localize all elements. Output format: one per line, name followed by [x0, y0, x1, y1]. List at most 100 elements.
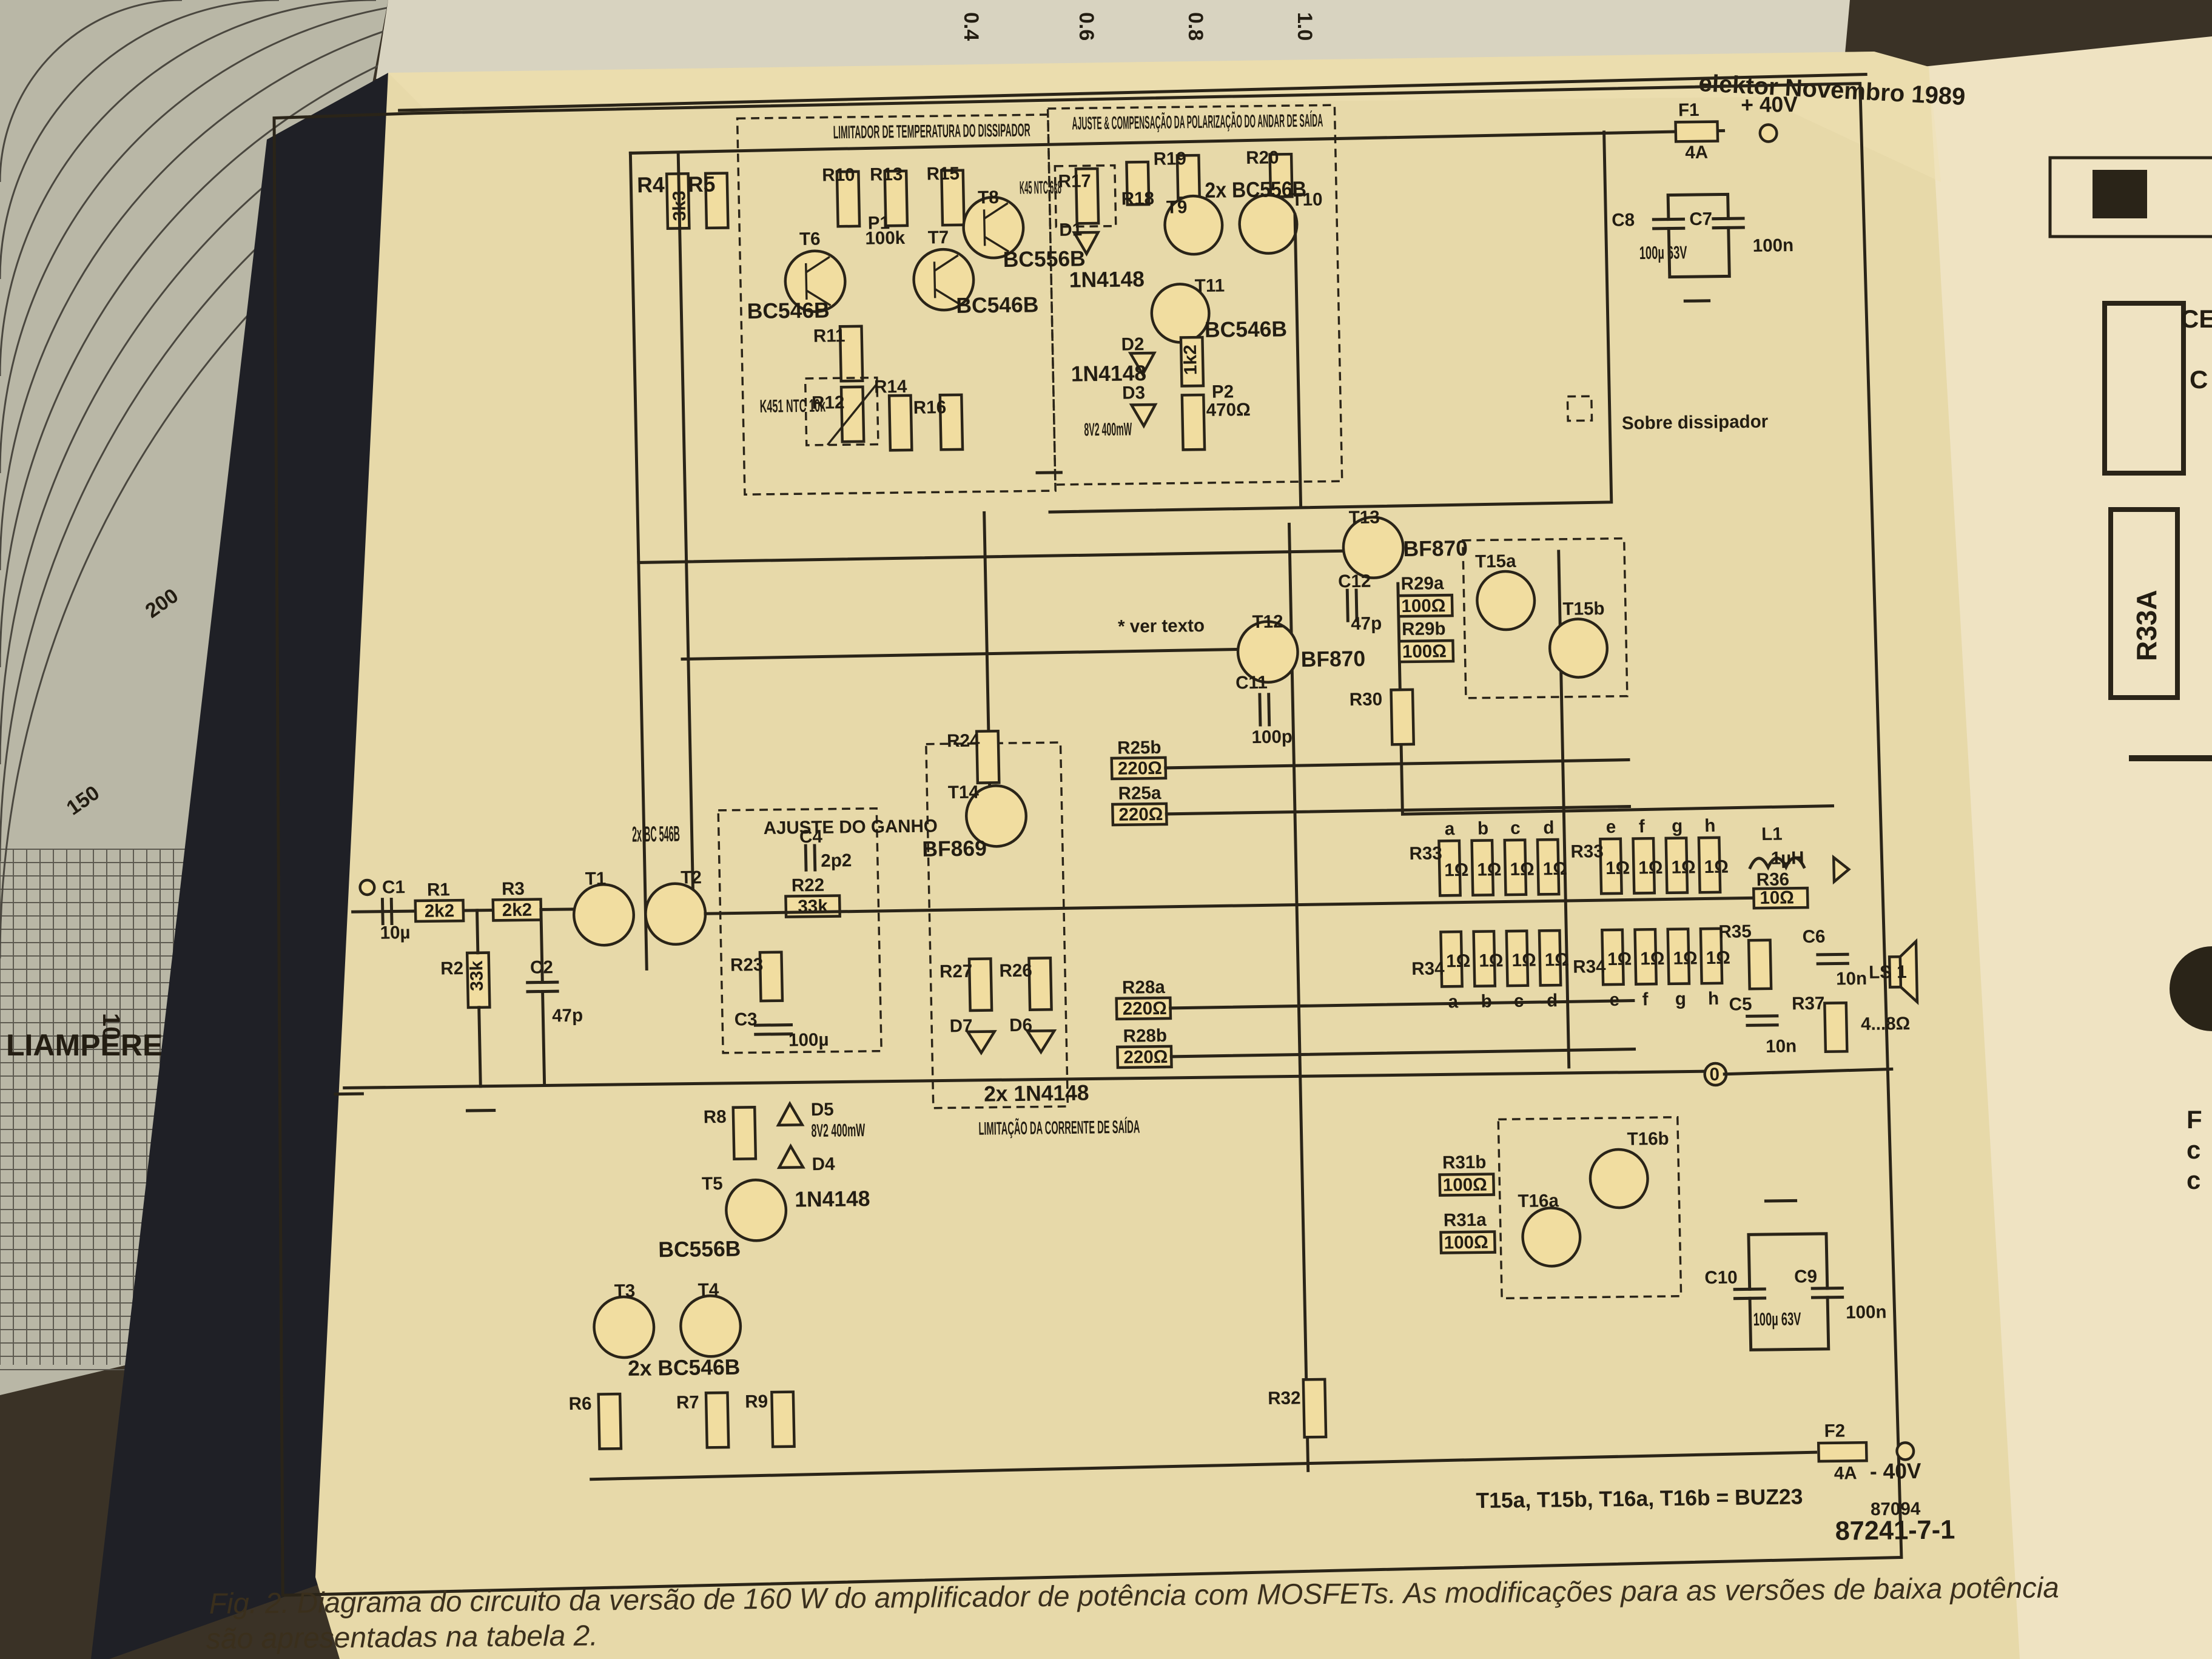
resistor-r16 [938, 393, 964, 451]
bank-letter-top: f [1639, 816, 1646, 836]
t14-label: T14 [948, 782, 980, 803]
resistor-r34d [1538, 929, 1562, 987]
r28a-value: 220Ω [1123, 998, 1168, 1019]
r24-label: R24 [947, 730, 980, 751]
r25a-label: R25a [1118, 783, 1161, 804]
diode-d6 [1024, 1029, 1057, 1055]
bank-letter-bottom: a [1448, 992, 1459, 1012]
d3-value: 8V2 400mW [1084, 419, 1132, 440]
r33-label-left: R33 [1409, 843, 1442, 864]
transistor-t9 [1163, 194, 1224, 256]
bank-letter-top: c [1510, 818, 1521, 838]
ntc-r12 [804, 376, 879, 446]
transistor-t10 [1238, 193, 1299, 255]
t13-label: T13 [1348, 507, 1380, 528]
resistor-value: 1Ω [1446, 951, 1471, 972]
wire-feedback [704, 895, 1800, 915]
resistor-r34h [1699, 927, 1724, 985]
t5-label: T5 [702, 1174, 723, 1194]
transistor-t8 [962, 195, 1025, 260]
block-temp-limiter [736, 113, 1057, 496]
r28b-value: 220Ω [1123, 1047, 1168, 1068]
bank-letter-bottom: f [1642, 989, 1649, 1009]
r29b-label: R29b [1402, 619, 1446, 639]
d7-label: D7 [949, 1016, 972, 1037]
fuse-f1 [1674, 120, 1720, 143]
r5-label: R5 [688, 172, 716, 197]
resistor-value: 1Ω [1444, 860, 1469, 881]
capacitor-c6 [1816, 952, 1849, 966]
resistor-value: 1Ω [1706, 947, 1730, 968]
c1-label: C1 [382, 877, 405, 898]
c-wire [1747, 1232, 1829, 1291]
t13-type: BF870 [1403, 536, 1468, 562]
t5-type: BC556B [658, 1236, 741, 1262]
d5-label: D5 [811, 1100, 834, 1120]
r19-label: R19 [1153, 149, 1186, 169]
input-terminal[interactable] [358, 878, 376, 897]
wire-r5 [676, 150, 695, 915]
p1-label: P1 [868, 213, 890, 234]
l1-value: 1µH [1770, 848, 1804, 869]
t34-type: 2x BC546B [628, 1354, 741, 1381]
r10-label: R10 [822, 165, 855, 186]
scale-tick: 10 [98, 1013, 124, 1040]
resistor-r14 [887, 394, 913, 452]
r1-label: R1 [427, 880, 450, 900]
resistor-r5 [704, 172, 730, 230]
bank-letter-bottom: d [1547, 991, 1558, 1011]
heatsink-note: Sobre dissipador [1622, 411, 1769, 433]
figure-frame [272, 82, 1903, 1597]
resistor-r24 [975, 729, 1001, 784]
block-bias-adjust [1046, 104, 1343, 486]
resistor-r32 [1302, 1378, 1328, 1439]
ground-terminal-label: 0 [1709, 1065, 1720, 1085]
bank-letter-bottom: c [1514, 991, 1524, 1011]
transistor-t13 [1342, 516, 1405, 579]
p2-label: P2 [1212, 382, 1234, 402]
c4-value: 2p2 [821, 850, 852, 871]
inductor-l1 [1748, 856, 1806, 871]
wire-r4 [628, 151, 648, 971]
r25a-value: 220Ω [1118, 804, 1163, 825]
gain-adjust-title: AJUSTE DO GANHO [763, 816, 938, 838]
r18-label: R18 [1121, 189, 1154, 209]
r29a-value: 100Ω [1401, 596, 1446, 616]
r7-label: R7 [676, 1392, 699, 1413]
resistor-r23 [758, 951, 784, 1003]
c1-value: 10µ [380, 923, 411, 943]
resistor-r36 [1752, 886, 1809, 910]
r31b-label: R31b [1442, 1152, 1487, 1173]
r28b-label: R28b [1123, 1026, 1167, 1046]
c4-label: C4 [799, 827, 823, 847]
f1-rating: 4A [1685, 143, 1708, 163]
r25b-label: R25b [1117, 738, 1161, 758]
t6-label: T6 [799, 229, 821, 249]
t12-type: BF870 [1300, 647, 1365, 672]
scale-arc [0, 0, 377, 377]
t11-label: T11 [1195, 275, 1225, 296]
capacitor-c3 [753, 1023, 793, 1036]
resistor-r33c [1503, 838, 1528, 897]
resistor-r9 [770, 1390, 796, 1449]
c7-label: C7 [1689, 209, 1712, 230]
transistor-t1 [573, 883, 635, 947]
figure-code-small: 87094 [1871, 1499, 1921, 1519]
edge-letter: F [2187, 1105, 2202, 1134]
supply-neg-label: - 40V [1869, 1459, 1921, 1484]
d5-value: 8V2 400mW [811, 1120, 866, 1141]
scale-tick: 0.8 [1184, 12, 1207, 41]
t14-type: BF869 [922, 836, 987, 861]
capacitor-c12 [1345, 588, 1359, 622]
l1-label: L1 [1761, 824, 1783, 844]
resistor-r21 [1179, 335, 1205, 388]
c8-label: C8 [1612, 210, 1635, 231]
label-c: C [2190, 365, 2208, 394]
scale-tick: 0.4 [960, 12, 983, 41]
r2-label: R2 [440, 958, 463, 979]
resistor-value: 1Ω [1673, 948, 1698, 969]
resistor-r37 [1823, 1001, 1849, 1054]
transistor-t7 [912, 247, 975, 312]
resistor-r1 [414, 898, 465, 923]
r3-value: 2k2 [502, 900, 533, 920]
